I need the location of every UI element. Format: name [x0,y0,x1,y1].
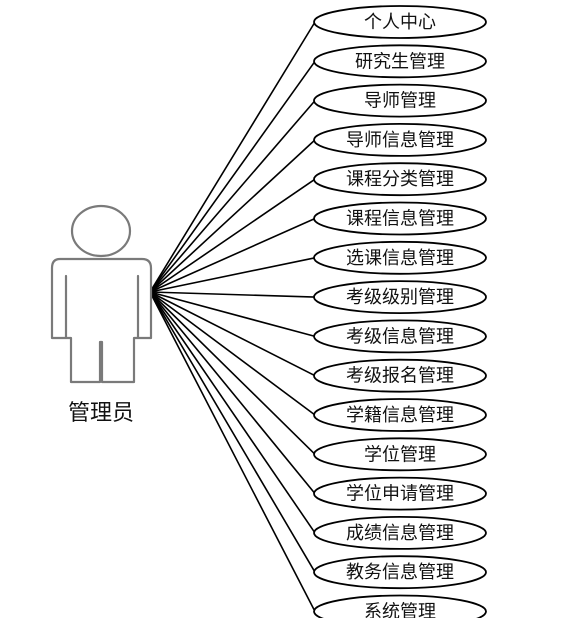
connector-line [149,178,316,293]
use-case-label: 导师管理 [364,91,436,112]
use-case: 考级信息管理 [313,319,487,354]
use-case-ellipse [313,122,487,157]
use-case-list: 个人中心研究生管理导师管理导师信息管理课程分类管理课程信息管理选课信息管理考级级… [313,5,487,618]
connector-line [149,291,316,416]
use-case: 研究生管理 [313,44,487,79]
use-case: 学籍信息管理 [313,398,487,432]
use-case: 课程分类管理 [313,162,487,197]
connector-line [149,291,316,338]
use-case: 个人中心 [313,5,487,39]
use-case-ellipse [313,594,487,618]
actor-head [70,204,132,258]
use-case-ellipse [313,555,487,590]
person-icon [50,204,153,384]
use-case: 学位申请管理 [313,476,487,511]
use-case-label: 选课信息管理 [346,248,454,269]
use-case: 选课信息管理 [313,240,487,275]
connector-lines [149,21,316,612]
use-case-ellipse [313,83,487,118]
use-case-label: 研究生管理 [355,51,445,72]
use-case: 导师信息管理 [313,122,487,157]
use-case-label: 学位申请管理 [346,484,454,505]
use-case-ellipse [313,476,487,511]
use-case-label: 个人中心 [364,12,436,33]
actor-figure: 管理员 [50,204,153,426]
use-case-ellipse [313,240,487,275]
use-case-ellipse [313,516,487,550]
connector-line [149,100,316,293]
use-case-ellipse [313,162,487,197]
use-case-label: 教务信息管理 [346,562,454,583]
use-case: 系统管理 [313,594,487,618]
use-case-label: 导师信息管理 [346,130,454,151]
use-case-label: 学籍信息管理 [346,405,454,426]
connector-line [149,291,316,377]
use-case-ellipse [313,437,487,472]
use-case-label: 系统管理 [364,602,436,618]
use-case-ellipse [313,5,487,39]
use-case: 考级级别管理 [313,280,487,315]
connector-line [149,291,316,455]
use-case-label: 课程分类管理 [346,169,454,190]
connector-line [149,291,316,612]
use-case-ellipse [313,201,487,236]
connector-line [149,291,316,534]
actor-name: 管理员 [68,401,134,426]
connector-line [149,139,316,293]
use-case: 教务信息管理 [313,555,487,590]
use-case-label: 学位管理 [364,444,436,465]
use-case-ellipse [313,280,487,315]
connector-line [149,291,316,495]
connector-line [149,217,316,293]
use-case-ellipse [313,398,487,432]
actor-body [50,257,153,384]
use-case: 导师管理 [313,83,487,118]
connector-line [149,60,316,293]
use-case-ellipse [313,44,487,79]
use-case-label: 成绩信息管理 [346,523,454,544]
use-case-ellipse [313,319,487,354]
use-case-label: 考级级别管理 [346,287,454,308]
use-case-label: 考级报名管理 [346,366,454,387]
use-case-label: 考级信息管理 [346,326,454,347]
use-case: 课程信息管理 [313,201,487,236]
use-case: 学位管理 [313,437,487,472]
connector-line [149,291,316,298]
connector-line [149,21,316,293]
use-case-ellipse [313,358,487,393]
connector-line [149,291,316,573]
connector-line [149,257,316,293]
use-case: 考级报名管理 [313,358,487,393]
use-case-label: 课程信息管理 [346,209,454,230]
use-case: 成绩信息管理 [313,516,487,550]
